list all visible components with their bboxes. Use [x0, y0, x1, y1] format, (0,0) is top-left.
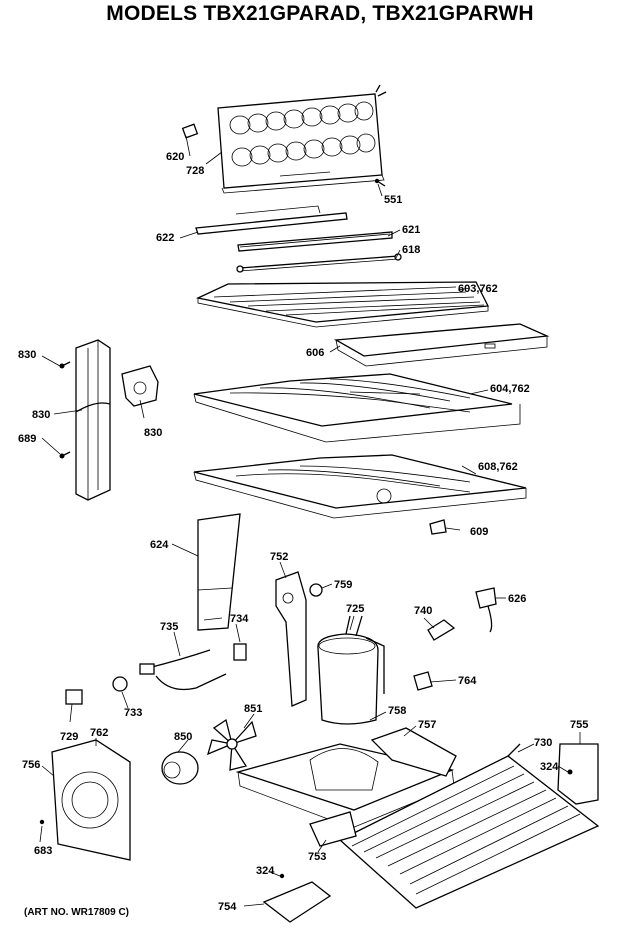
screw-689	[59, 451, 71, 459]
channel-830	[75, 339, 111, 501]
bracket-757	[370, 727, 457, 777]
motor-850	[161, 751, 199, 785]
clip-609	[429, 519, 447, 535]
callout-725: 725	[346, 603, 364, 615]
evaporator-coil	[217, 84, 387, 194]
callout-604-762: 604,762	[490, 383, 530, 395]
callout-754: 754	[218, 901, 237, 913]
cover-606	[333, 323, 550, 367]
callout-762: 762	[90, 727, 108, 739]
callout-618: 618	[402, 244, 420, 256]
rail-621	[237, 231, 393, 252]
bracket-754	[262, 881, 332, 923]
callout-752: 752	[270, 551, 288, 563]
part-759	[309, 583, 323, 597]
callout-689: 689	[18, 433, 36, 445]
callout-850: 850	[174, 731, 192, 743]
fan-shroud-756	[51, 739, 131, 861]
bracket-830	[121, 365, 159, 407]
callout-755: 755	[570, 719, 588, 731]
screw-551	[374, 178, 386, 187]
callout-608-762: 608,762	[478, 461, 518, 473]
callout-830-bracket: 830	[144, 427, 162, 439]
art-number: (ART NO. WR17809 C)	[24, 907, 130, 918]
callout-730: 730	[534, 737, 552, 749]
compressor-725	[317, 615, 385, 725]
part-740	[427, 619, 456, 641]
duct-624	[197, 513, 241, 631]
callout-622: 622	[156, 232, 174, 244]
pan-604	[193, 373, 521, 443]
callout-757: 757	[418, 719, 436, 731]
callout-851: 851	[244, 703, 262, 715]
callout-758: 758	[388, 705, 406, 717]
callout-551: 551	[384, 194, 402, 206]
bracket-752	[275, 571, 307, 707]
screw-324-bottom	[279, 873, 285, 879]
callout-624: 624	[150, 539, 169, 551]
part-733	[112, 676, 128, 692]
screw-324	[567, 769, 573, 775]
leader-lines	[39, 135, 581, 907]
channel-622	[195, 205, 348, 235]
callout-683: 683	[34, 845, 52, 857]
harness-735	[139, 649, 227, 691]
callout-609: 609	[470, 526, 488, 538]
screw-830	[59, 361, 71, 369]
callout-759: 759	[334, 579, 352, 591]
callout-621: 621	[402, 224, 420, 236]
condenser-730	[338, 743, 600, 909]
callout-324-bottom: 324	[256, 865, 275, 877]
callout-728: 728	[186, 165, 204, 177]
wire-shelf-603	[195, 281, 490, 328]
part-729	[65, 689, 83, 705]
callout-603-762: 603,762	[458, 283, 498, 295]
callout-753: 753	[308, 851, 326, 863]
part-620	[181, 123, 199, 139]
callout-734: 734	[230, 613, 249, 625]
callout-324-right: 324	[540, 761, 559, 773]
drain-pan-753	[309, 811, 357, 847]
callout-606: 606	[306, 347, 324, 359]
part-764	[413, 671, 433, 691]
callout-830-mid: 830	[32, 409, 50, 421]
rod-618	[236, 253, 402, 273]
page-title: MODELS TBX21GPARAD, TBX21GPARWH	[106, 2, 534, 25]
callout-764: 764	[458, 675, 477, 687]
bracket-755	[557, 743, 599, 805]
callout-756: 756	[22, 759, 40, 771]
callout-733: 733	[124, 707, 142, 719]
callout-735: 735	[160, 621, 178, 633]
callout-740: 740	[414, 605, 432, 617]
callout-626: 626	[508, 593, 526, 605]
callout-620: 620	[166, 151, 184, 163]
screw-683	[39, 819, 45, 825]
callout-830-top: 830	[18, 349, 36, 361]
callout-729: 729	[60, 731, 78, 743]
fan-blade-851	[207, 718, 257, 771]
pan-608	[193, 454, 527, 519]
part-626	[475, 587, 497, 633]
part-734	[233, 643, 247, 661]
